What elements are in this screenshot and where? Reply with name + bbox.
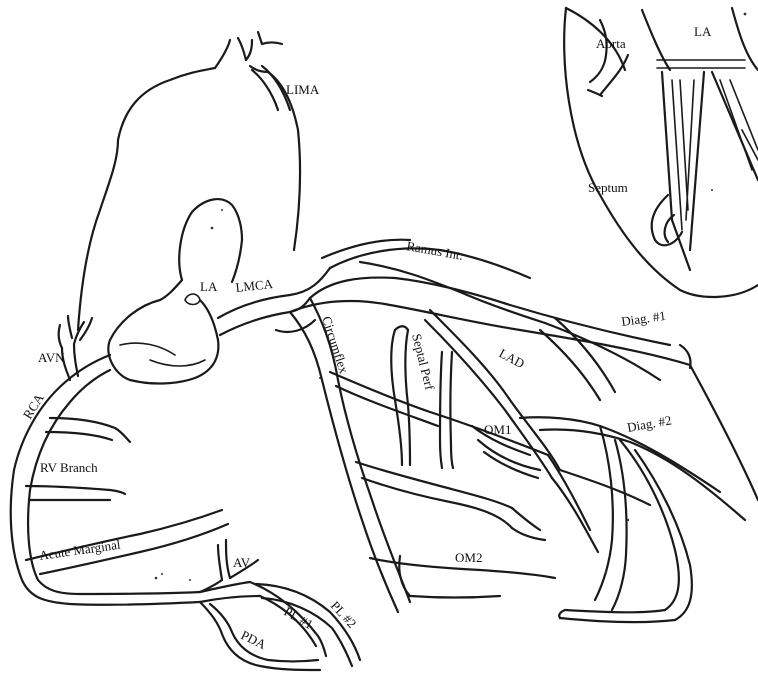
label-septum: Septum [588,180,628,195]
label-om2: OM2 [455,550,482,565]
print-specks [155,13,747,581]
label-septal-perf: Septal Perf [409,332,438,392]
label-ramus-int: Ramus Int. [405,238,464,263]
label-avn: AVN [38,350,65,365]
label-lima: LIMA [286,82,320,97]
label-diag-2: Diag. #2 [626,412,673,435]
label-la-inset: LA [694,24,712,39]
aorta-arch [78,32,300,384]
inset-heart-section [564,8,758,297]
label-circumflex: Circumflex [319,314,352,375]
label-lmca: LMCA [235,276,275,295]
lad-system [391,310,745,622]
label-la-ostium: LA [200,279,218,294]
label-aorta: Aorta [596,36,626,51]
left-main-coronary [185,240,691,368]
label-lad: LAD [497,345,528,371]
label-av: AV [233,555,251,570]
label-rv-branch: RV Branch [40,460,98,475]
label-diag-1: Diag. #1 [620,308,666,329]
label-om1: OM1 [484,422,511,437]
labels: LIMA Aorta LA Septum Ramus Int. LA LMCA … [20,24,712,652]
